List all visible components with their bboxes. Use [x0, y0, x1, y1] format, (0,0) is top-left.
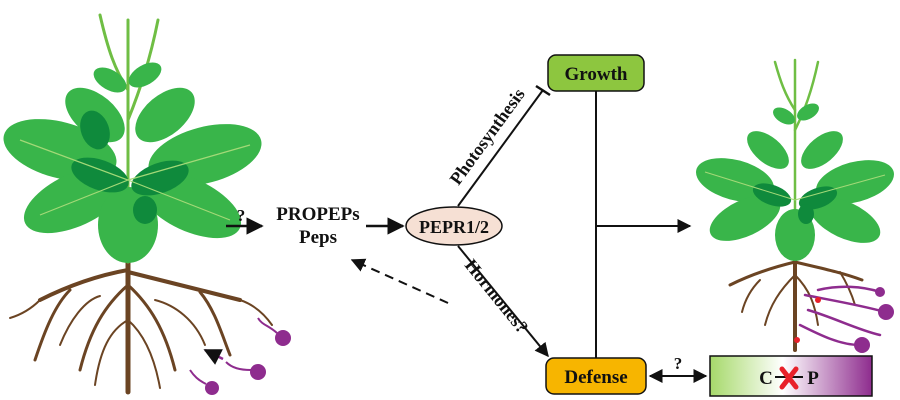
- defense-label: Defense: [564, 367, 627, 388]
- growth-label: Growth: [565, 64, 628, 85]
- defense-box: [545, 357, 647, 395]
- hormones-label: Hormones?: [461, 255, 533, 337]
- cp-p-label: P: [807, 368, 819, 389]
- question-mark-right: ?: [674, 354, 683, 373]
- inhibition-bar: [535, 84, 551, 97]
- receptor-label: PEPR1/2: [419, 217, 489, 237]
- peps-label: Peps: [299, 227, 337, 248]
- question-mark-left: ?: [237, 206, 246, 225]
- photosynthesis-label: Photosynthesis: [446, 84, 529, 188]
- hormones-arrow: [457, 245, 549, 358]
- photosynthesis-inhibition-line: [457, 89, 544, 207]
- feedback-dashed-arrow: [350, 258, 449, 304]
- right-plant-icon: [696, 58, 894, 353]
- left-plant-icon: [3, 13, 273, 395]
- receptor-node: [405, 206, 503, 246]
- propeps-label: PROPEPs: [276, 204, 359, 225]
- red-x-icon: [779, 366, 799, 390]
- microbe-icon: [189, 317, 291, 395]
- cp-c-label: C: [759, 368, 773, 389]
